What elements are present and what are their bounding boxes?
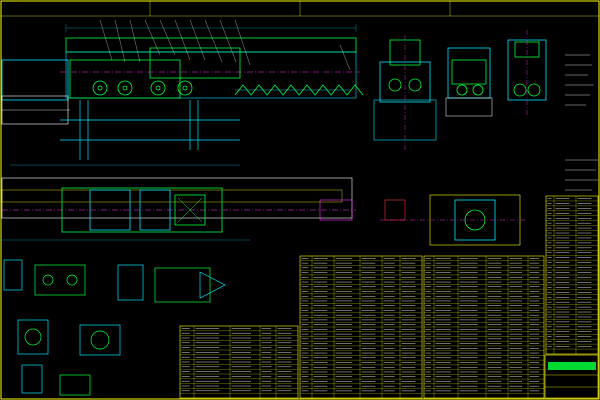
technical-notes [565, 54, 598, 191]
section-view [380, 194, 525, 246]
detail-views [3, 259, 226, 396]
main-elevation-view [1, 19, 364, 166]
parts-table-3 [423, 255, 545, 399]
balloon-leaders [99, 19, 351, 71]
plan-view [0, 177, 356, 241]
wheel-group [92, 80, 193, 96]
side-view-b [445, 47, 493, 117]
frame-zone-ticks [149, 1, 451, 16]
title-block [544, 354, 599, 399]
side-view-c [507, 30, 547, 115]
parts-table-4 [545, 195, 599, 355]
parts-list-tables [179, 195, 599, 399]
parts-table-1 [179, 325, 299, 399]
side-view-a [373, 35, 437, 150]
screw-conveyor [234, 84, 364, 96]
parts-table-2 [299, 255, 423, 399]
